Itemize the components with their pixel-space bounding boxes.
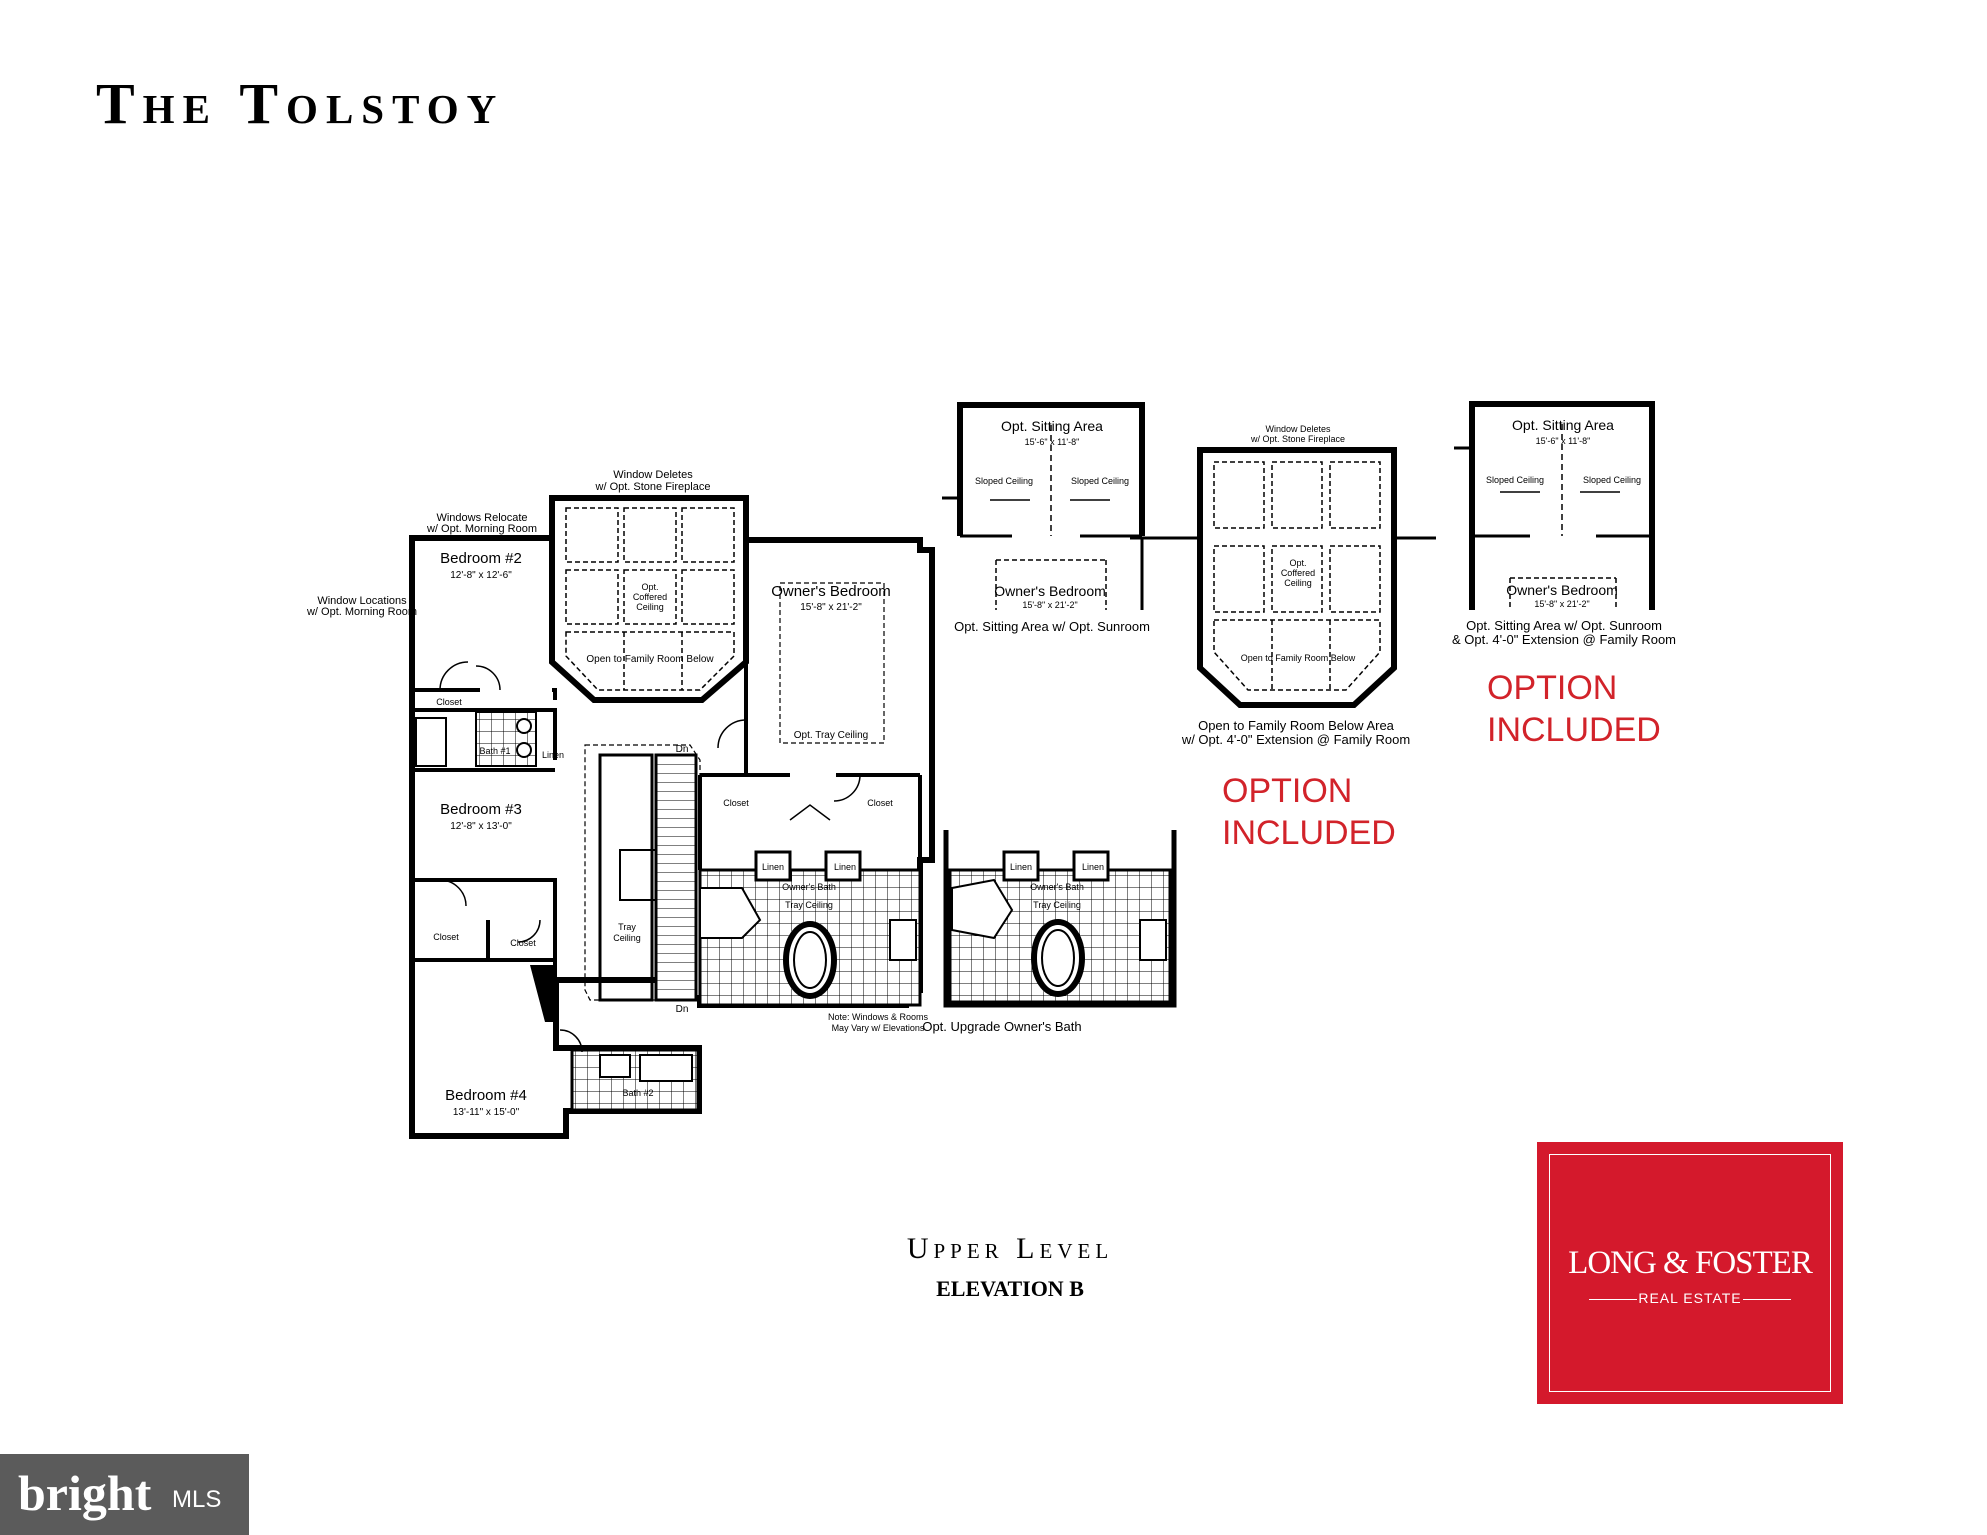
main-floor-plan [409, 495, 935, 1139]
window-locations-line2: w/ Opt. Morning Room [306, 606, 417, 618]
alt3-sloped-left: Sloped Ceiling [1486, 475, 1544, 485]
option-1-line1: OPTION [1222, 772, 1353, 810]
alt1-owners-size: 15'-8" x 21'-2" [1022, 600, 1077, 610]
logo-rule-right [1743, 1299, 1791, 1300]
alt2-window-line2: w/ Opt. Stone Fireplace [1250, 434, 1345, 444]
coffered-line3: Ceiling [636, 602, 664, 612]
alt2-coffered-line2: Coffered [1281, 568, 1315, 578]
dn-label-2: Dn [676, 1004, 689, 1015]
owners-bedroom-size: 15'-8" x 21'-2" [800, 602, 862, 613]
alt1-owners: Owner's Bedroom [994, 583, 1106, 599]
bedroom3-name: Bedroom #3 [440, 801, 522, 818]
alt1-area: Opt. Sitting Area [1001, 418, 1103, 434]
logo-rule-left [1589, 1299, 1637, 1300]
option-included-badge-1: OPTION INCLUDED [1222, 770, 1396, 854]
note-line2: May Vary w/ Elevations [832, 1023, 925, 1033]
alt-sitting-ext-plan [1454, 401, 1655, 610]
bedroom2-size: 12'-8" x 12'-6" [450, 570, 512, 581]
level-title: Upper Level [906, 1232, 1114, 1265]
alt1-size: 15'-6" x 11'-8" [1025, 437, 1080, 447]
alt4-linen-left: Linen [1010, 862, 1032, 872]
note-line1: Note: Windows & Rooms [828, 1012, 929, 1022]
alt2-window-line1: Window Deletes [1265, 424, 1331, 434]
alt4-tray-ceiling: Tray Ceiling [1033, 900, 1081, 910]
alt3-caption-line2: & Opt. 4'-0" Extension @ Family Room [1452, 632, 1676, 647]
closet-label-5: Closet [867, 798, 893, 808]
bath-tray-ceiling: Tray Ceiling [785, 900, 833, 910]
closet-label-2: Closet [433, 932, 459, 942]
logo-border [1549, 1154, 1831, 1392]
linen-label-1: Linen [542, 750, 564, 760]
alt4-caption: Opt. Upgrade Owner's Bath [922, 1019, 1081, 1034]
closet-label-1: Closet [436, 697, 462, 707]
bath2-label: Bath #2 [622, 1088, 653, 1098]
alt2-coffered-line1: Opt. [1289, 558, 1306, 568]
alt3-area: Opt. Sitting Area [1512, 417, 1614, 433]
bedroom3-size: 12'-8" x 13'-0" [450, 821, 512, 832]
alt1-caption: Opt. Sitting Area w/ Opt. Sunroom [954, 619, 1150, 634]
alt3-caption-line1: Opt. Sitting Area w/ Opt. Sunroom [1466, 618, 1662, 633]
opt-tray-ceiling: Opt. Tray Ceiling [794, 730, 868, 741]
alt2-open-family: Open to Family Room Below [1241, 653, 1356, 663]
alt-sitting-area-plan [942, 402, 1145, 610]
coffered-line1: Opt. [641, 582, 658, 592]
linen-label-2: Linen [762, 862, 784, 872]
option-2-line1: OPTION [1487, 669, 1618, 707]
alt3-owners: Owner's Bedroom [1506, 582, 1618, 598]
bedroom4-size: 13'-11" x 15'-0" [453, 1107, 520, 1118]
bath1-label: Bath #1 [479, 746, 510, 756]
alt2-coffered-line3: Ceiling [1284, 578, 1312, 588]
alt-plan-labels: Opt. Sitting Area 15'-6" x 11'-8" Sloped… [922, 417, 1676, 1034]
windows-relocate-line2: w/ Opt. Morning Room [426, 523, 537, 535]
main-plan-labels: Window Deletes w/ Opt. Stone Fireplace W… [306, 469, 929, 1118]
bright-brand-text: bright [18, 1465, 152, 1521]
owners-bedroom-name: Owner's Bedroom [771, 583, 891, 600]
option-2-line2: INCLUDED [1487, 711, 1661, 749]
tray-ceiling-line2: Ceiling [613, 933, 641, 943]
alt4-owners-bath: Owner's Bath [1030, 882, 1084, 892]
alt3-owners-size: 15'-8" x 21'-2" [1534, 599, 1589, 609]
bright-mls-watermark: bright MLS [0, 1454, 249, 1535]
plan-title: The Tolstoy [96, 71, 505, 136]
elevation-label: ELEVATION B [936, 1276, 1084, 1301]
open-to-family: Open to Family Room Below [586, 654, 714, 665]
alt-owners-bath-plan [943, 830, 1177, 1008]
coffered-line2: Coffered [633, 592, 667, 602]
alt3-sloped-right: Sloped Ceiling [1583, 475, 1641, 485]
bright-mls-text: MLS [172, 1486, 222, 1513]
alt2-caption-line2: w/ Opt. 4'-0" Extension @ Family Room [1181, 732, 1410, 747]
closet-label-4: Closet [723, 798, 749, 808]
alt4-linen-right: Linen [1082, 862, 1104, 872]
bedroom4-name: Bedroom #4 [445, 1087, 527, 1104]
linen-label-3: Linen [834, 862, 856, 872]
alt-family-open-plan [1130, 447, 1436, 708]
long-foster-logo: LONG & FOSTER REAL ESTATE [1537, 1142, 1843, 1404]
window-locations-line1: Window Locations [317, 595, 407, 607]
windows-relocate-line1: Windows Relocate [436, 512, 527, 524]
closet-label-3: Closet [510, 938, 536, 948]
alt1-sloped-left: Sloped Ceiling [975, 476, 1033, 486]
logo-sub-text: REAL ESTATE [1638, 1290, 1742, 1306]
owners-bath-label: Owner's Bath [782, 882, 836, 892]
logo-main-text: LONG & FOSTER [1568, 1245, 1813, 1281]
option-included-badge-2: OPTION INCLUDED [1487, 667, 1661, 751]
dn-label-1: Dn [676, 744, 689, 755]
alt1-sloped-right: Sloped Ceiling [1071, 476, 1129, 486]
bedroom2-name: Bedroom #2 [440, 550, 522, 567]
window-deletes-line2: w/ Opt. Stone Fireplace [595, 481, 711, 493]
alt3-size: 15'-6" x 11'-8" [1536, 436, 1591, 446]
option-1-line2: INCLUDED [1222, 814, 1396, 852]
tray-ceiling-line1: Tray [618, 922, 636, 932]
alt2-caption-line1: Open to Family Room Below Area [1198, 718, 1395, 733]
window-deletes-line1: Window Deletes [613, 469, 693, 481]
